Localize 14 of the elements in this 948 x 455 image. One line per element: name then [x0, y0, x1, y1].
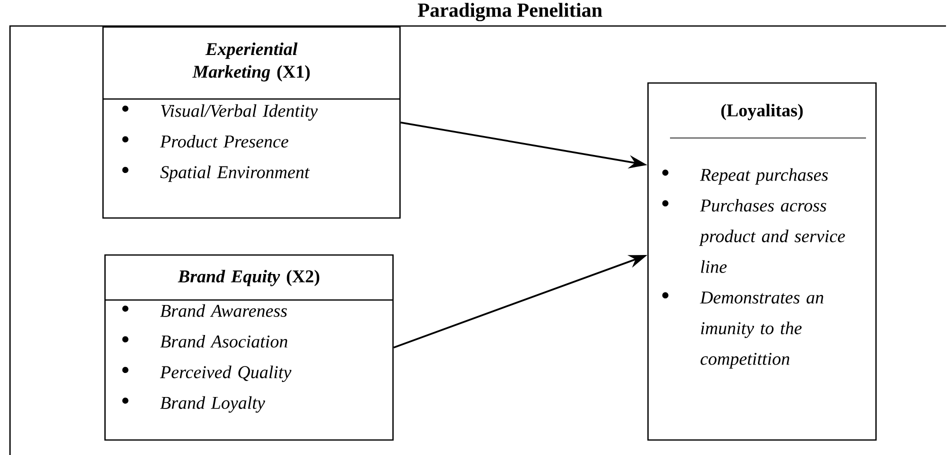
- bullet-item: Purchases across product and service line: [662, 198, 845, 273]
- bullet-item: Brand Loyalty: [122, 396, 266, 413]
- bullet-item: Demonstrates an imunity to the competittion: [662, 292, 824, 369]
- bullet-item: Perceived Quality: [122, 366, 292, 382]
- box-heading: (Loyalitas): [721, 104, 803, 120]
- bullet-item: Visual/Verbal Identity: [122, 104, 318, 121]
- bullet-item: Brand Asociation: [122, 334, 288, 348]
- bullet-item: Repeat purchases: [662, 168, 828, 185]
- box-heading: Brand Equity (X2): [178, 270, 320, 286]
- bullet-item: Spatial Environment: [122, 166, 310, 182]
- bullet-item: Brand Awareness: [122, 304, 287, 317]
- bullet-item: Product Presence: [122, 134, 288, 148]
- title: Paradigma Penelitian: [418, 2, 602, 22]
- box-heading: Experiential Marketing (X1): [192, 42, 310, 82]
